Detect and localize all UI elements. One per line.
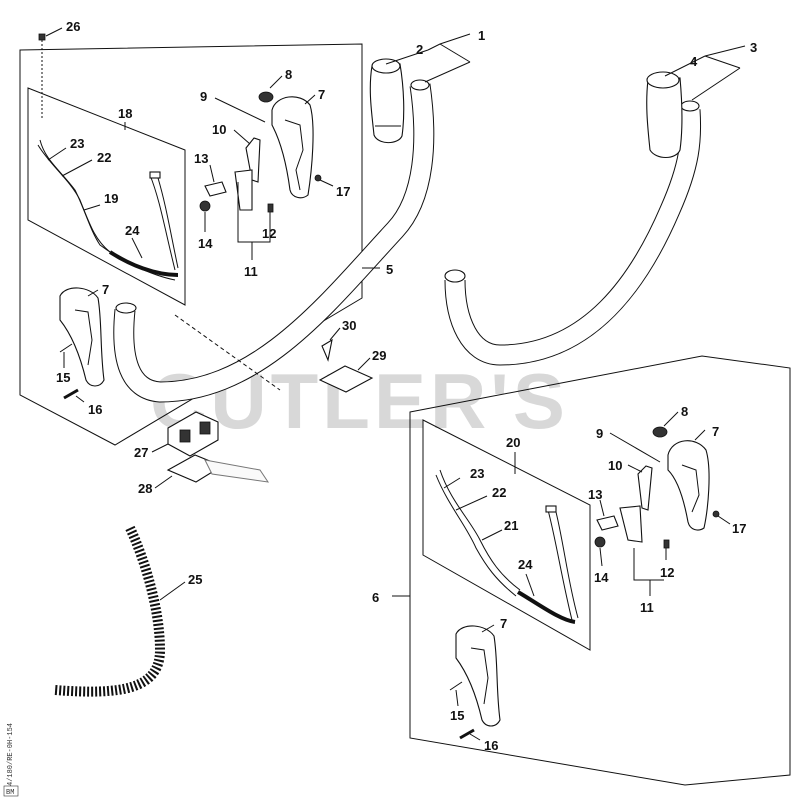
label-9-left: 9 (200, 89, 207, 104)
grip-2 (369, 58, 405, 144)
leader-lines (45, 27, 746, 741)
label-15-right: 15 (450, 708, 464, 723)
label-17-left: 17 (336, 184, 350, 199)
label-22-right: 22 (492, 485, 506, 500)
control-handle-7-upper-left (258, 91, 314, 199)
screw-16-lower-left (63, 388, 79, 400)
corner-mark: BM (3, 785, 19, 797)
label-24-right: 24 (518, 557, 533, 572)
label-23-right: 23 (470, 466, 484, 481)
label-7-lower-left: 7 (102, 282, 109, 297)
label-26: 26 (66, 19, 80, 34)
label-23-left: 23 (70, 136, 84, 151)
label-22-left: 22 (97, 150, 111, 165)
wire-harness-18-box (27, 87, 186, 306)
label-30: 30 (342, 318, 356, 333)
screw-15-right (449, 681, 463, 691)
clamp-27 (167, 411, 219, 457)
screw-17-right (712, 510, 720, 518)
label-19: 19 (104, 191, 118, 206)
label-11-right: 11 (640, 600, 654, 615)
label-16-left: 16 (88, 402, 102, 417)
label-12-left: 12 (262, 226, 276, 241)
label-8-right: 8 (681, 404, 688, 419)
label-12-right: 12 (660, 565, 674, 580)
label-14-left: 14 (198, 236, 213, 251)
label-18: 18 (118, 106, 132, 121)
lever-10-right (637, 465, 653, 511)
lockout-lever-13-right (596, 515, 619, 531)
clamp-plate-29 (318, 365, 374, 393)
part-number-labels: 1 2 3 4 5 6 7 7 7 7 8 8 9 9 10 10 11 11 … (56, 19, 757, 753)
wire-harness-20-box (422, 419, 591, 651)
label-17-right: 17 (732, 521, 746, 536)
label-10-right: 10 (608, 458, 622, 473)
label-7-lower-right: 7 (500, 616, 507, 631)
label-2: 2 (416, 42, 423, 57)
label-20: 20 (506, 435, 520, 450)
assembly-6-box (409, 355, 791, 786)
screw-26 (38, 33, 46, 120)
label-10-left: 10 (212, 122, 226, 137)
pin-12-upper-left (267, 203, 274, 213)
label-11-left: 11 (244, 264, 258, 279)
pin-12-right (663, 539, 670, 549)
label-27: 27 (134, 445, 148, 460)
corner-mark-text: BM (6, 789, 14, 797)
label-7-upper-left: 7 (318, 87, 325, 102)
spring-14-upper-left (199, 200, 211, 212)
control-handle-7-upper-right (652, 426, 710, 531)
label-3: 3 (750, 40, 757, 55)
label-13-right: 13 (588, 487, 602, 502)
label-15-left: 15 (56, 370, 70, 385)
spring-14-right (594, 536, 606, 548)
lockout-lever-13-upper-left (204, 181, 227, 197)
label-21: 21 (504, 518, 518, 533)
screw-17-upper-left (314, 174, 322, 182)
grip-4 (646, 71, 683, 159)
wire-harness-20 (435, 469, 579, 624)
shaft-tube (204, 459, 270, 483)
label-13-left: 13 (194, 151, 208, 166)
label-5: 5 (386, 262, 393, 277)
label-24-left: 24 (125, 223, 140, 238)
label-8-left: 8 (285, 67, 292, 82)
label-7-upper-right: 7 (712, 424, 719, 439)
loop-handle-right (444, 100, 702, 366)
label-14-right: 14 (594, 570, 609, 585)
control-handle-7-lower-left (59, 287, 105, 387)
control-handle-7-lower-right (455, 625, 501, 727)
cable-conduit-25 (54, 525, 166, 697)
label-9-right: 9 (596, 426, 603, 441)
label-29: 29 (372, 348, 386, 363)
screw-30 (321, 338, 333, 362)
label-16-right: 16 (484, 738, 498, 753)
label-1: 1 (478, 28, 485, 43)
label-6: 6 (372, 590, 379, 605)
label-25: 25 (188, 572, 202, 587)
label-4: 4 (690, 54, 698, 69)
side-reference-code: 4/180/RE-0H-154 (7, 723, 15, 786)
throttle-trigger-11-right (619, 505, 643, 543)
wire-harness-18 (37, 139, 179, 281)
label-28: 28 (138, 481, 152, 496)
screw-16-right (459, 728, 475, 740)
screw-15-lower-left (59, 343, 73, 353)
loop-handle-left (113, 79, 435, 403)
